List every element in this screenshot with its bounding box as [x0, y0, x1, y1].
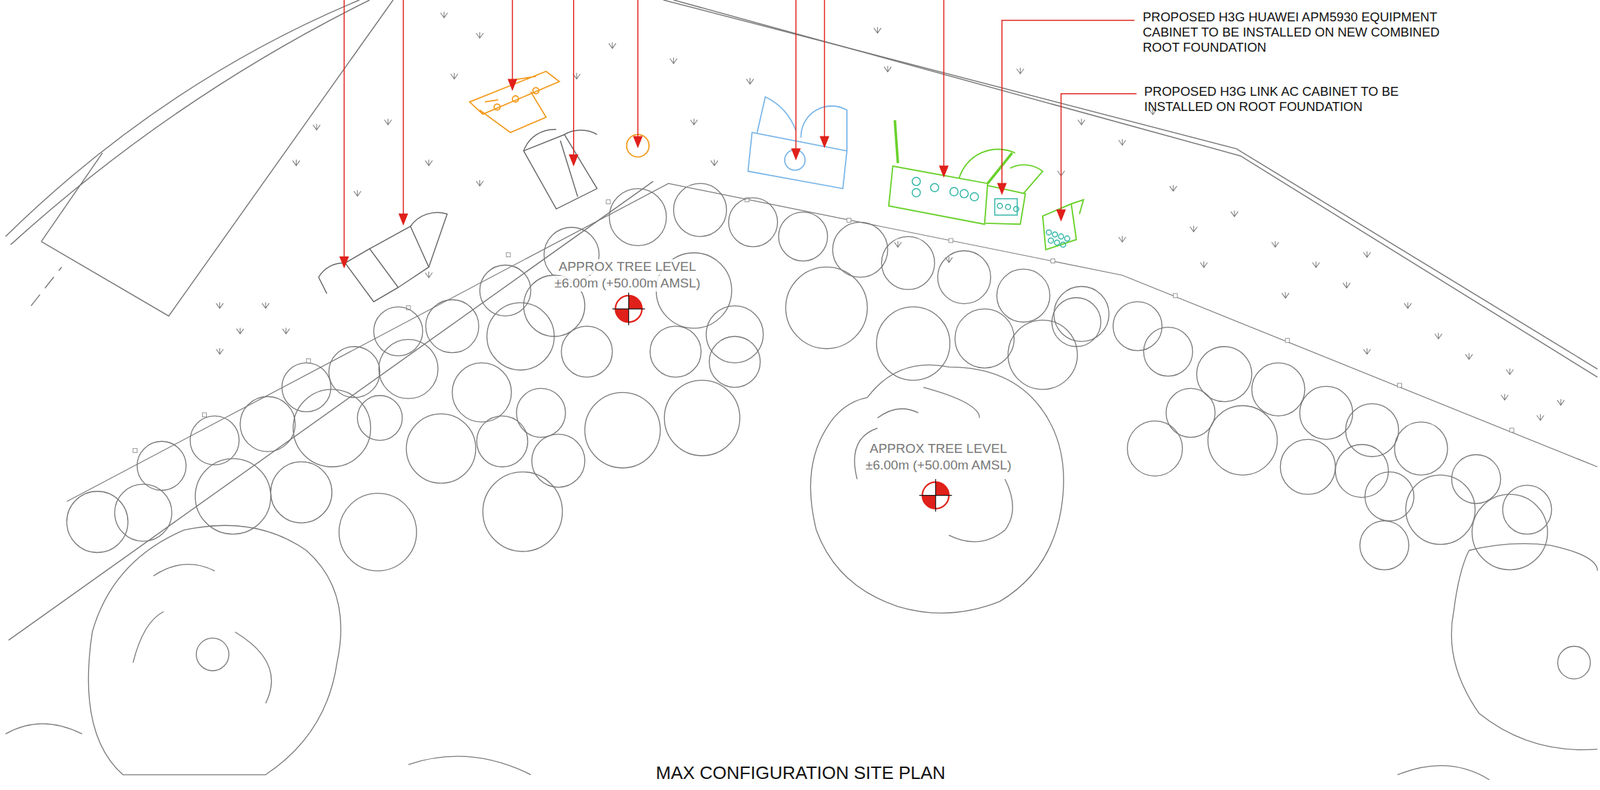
level-note: ±6.00m (+50.00m AMSL)	[863, 457, 1014, 474]
plan-title: MAX CONFIGURATION SITE PLAN	[655, 762, 946, 785]
level-note: APPROX TREE LEVEL	[867, 441, 1009, 458]
callout-note: PROPOSED H3G HUAWEI APM5930 EQUIPMENT CA…	[1142, 9, 1467, 56]
level-note: ±6.00m (+50.00m AMSL)	[552, 275, 703, 292]
level-note: APPROX TREE LEVEL	[556, 259, 698, 276]
callout-note: PROPOSED H3G LINK AC CABINET TO BE INSTA…	[1144, 84, 1434, 115]
